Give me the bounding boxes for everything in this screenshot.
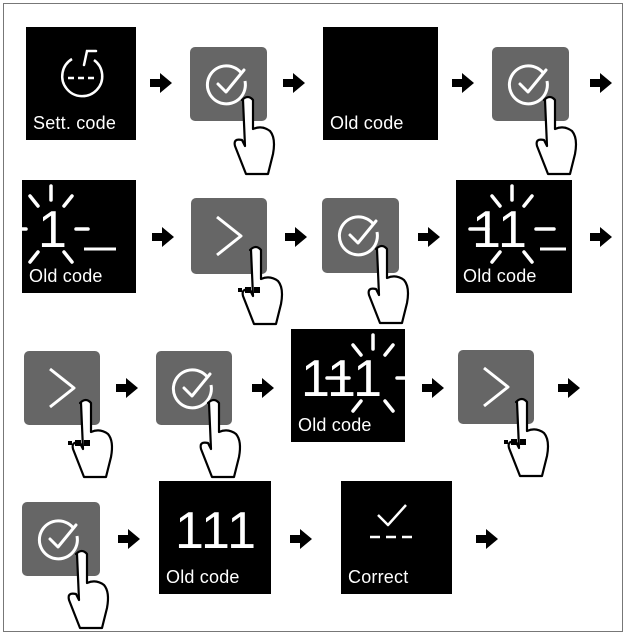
check-circle-icon	[205, 64, 247, 106]
finger-press-icon	[67, 549, 110, 630]
check-circle-icon	[507, 64, 549, 106]
check-circle-icon	[171, 368, 213, 410]
arrow-right-icon	[152, 227, 174, 247]
display-old-code-third-digit: 111 Old code	[291, 329, 419, 442]
code-digits: 1	[38, 201, 68, 259]
arrow-right-icon	[283, 73, 305, 93]
finger-press-icon	[535, 95, 578, 176]
display-label: Old code	[29, 266, 103, 286]
display-old-code-complete: 111 Old code	[159, 481, 271, 594]
check-circle-icon	[37, 519, 79, 561]
arrow-right-icon	[476, 529, 498, 549]
arrow-right-icon	[285, 227, 307, 247]
arrow-right-icon	[590, 227, 612, 247]
arrow-right-icon	[422, 378, 444, 398]
display-old-code-first-digit: 1 Old code	[4, 180, 136, 293]
chevron-right-icon	[49, 367, 76, 409]
display-label: Correct	[348, 567, 409, 587]
finger-press-icon	[199, 398, 242, 479]
display-old-code: Old code	[323, 27, 438, 140]
checkmark-dashes-icon	[370, 504, 412, 539]
display-label: Sett. code	[33, 113, 117, 133]
frame-border	[3, 3, 623, 632]
check-circle-icon	[337, 215, 379, 257]
code-digits: 111	[175, 502, 258, 560]
blink-rays-icon	[4, 184, 116, 264]
finger-press-icon	[233, 95, 276, 176]
blink-rays-icon	[325, 333, 419, 413]
finger-press-icon	[504, 397, 550, 478]
arrow-right-icon	[558, 378, 580, 398]
chevron-right-icon	[216, 215, 243, 257]
display-label: Old code	[166, 567, 240, 587]
display-label: Old code	[463, 266, 537, 286]
display-old-code-second-digit: 11 Old code	[456, 180, 572, 293]
finger-press-icon	[68, 398, 114, 479]
arrow-right-icon	[252, 378, 274, 398]
finger-press-icon	[238, 245, 284, 326]
confirm-button[interactable]	[492, 47, 569, 121]
display-correct: Correct	[341, 481, 452, 594]
arrow-right-icon	[418, 227, 440, 247]
arrow-right-icon	[290, 529, 312, 549]
chevron-right-icon	[483, 366, 510, 408]
confirm-button[interactable]	[190, 47, 267, 121]
confirm-button[interactable]	[322, 198, 399, 273]
blink-rays-icon	[468, 184, 566, 264]
arrow-right-icon	[150, 73, 172, 93]
arrow-right-icon	[118, 529, 140, 549]
arrow-right-icon	[590, 73, 612, 93]
arrow-right-icon	[452, 73, 474, 93]
finger-press-icon	[367, 244, 410, 325]
display-sett-code: Sett. code	[26, 27, 136, 140]
arrow-right-icon	[116, 378, 138, 398]
display-label: Old code	[298, 415, 372, 435]
code-setting-icon	[61, 49, 104, 98]
display-label: Old code	[330, 113, 404, 133]
